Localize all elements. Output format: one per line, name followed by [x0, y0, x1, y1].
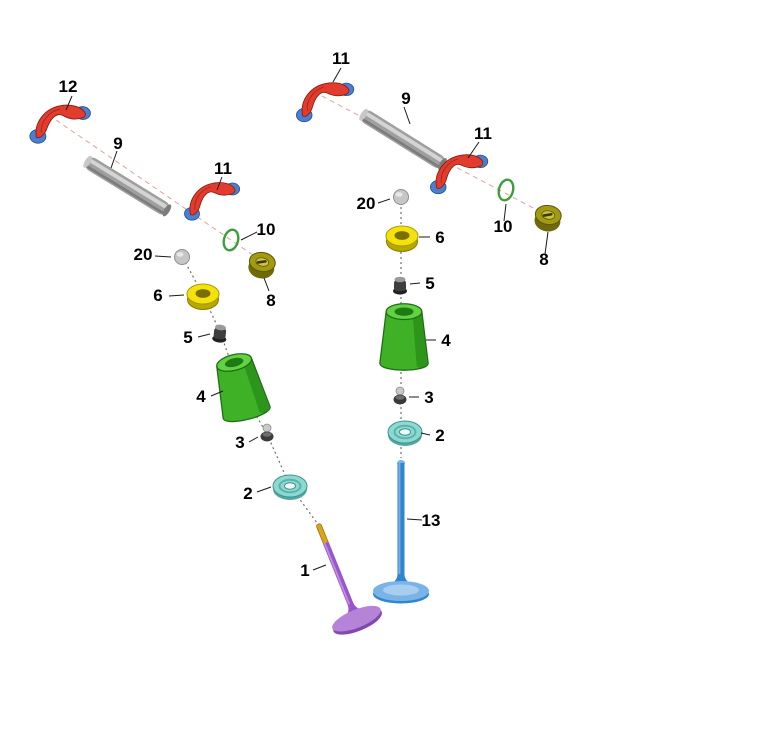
- callout-right-rocker-inner: 11: [474, 124, 492, 143]
- leader-line: [210, 390, 224, 397]
- leader-line: [240, 231, 258, 241]
- valve-head-highlight: [383, 584, 419, 596]
- leader-line: [544, 231, 549, 255]
- callout-right-cap: 8: [539, 250, 548, 269]
- leader-line: [420, 432, 431, 436]
- callout-right-spring: 4: [441, 331, 451, 350]
- leader-line: [377, 198, 391, 204]
- part-seat-washer-left: [272, 474, 308, 501]
- callout-left-spring: 4: [196, 387, 206, 406]
- leader-line: [403, 106, 411, 125]
- valve-stem: [397, 463, 405, 575]
- callout-right-washer: 2: [435, 426, 444, 445]
- leader-line: [216, 176, 223, 191]
- leader-line: [263, 277, 270, 292]
- leader-line: [256, 486, 272, 493]
- part-spring-retainer-right: [385, 225, 419, 252]
- part-valve-right: [373, 460, 429, 604]
- callout-left-valve: 1: [300, 561, 309, 580]
- callout-left-cap: 8: [266, 291, 275, 310]
- part-spring-retainer-left: [186, 283, 220, 310]
- callout-left-oring: 10: [257, 220, 276, 239]
- rocker-axis-dashed-left: [55, 119, 267, 265]
- part-adjuster-disc-right: [393, 189, 409, 205]
- leader-line: [197, 333, 211, 338]
- leader-line: [312, 564, 327, 571]
- callout-right-keeper: 3: [424, 388, 433, 407]
- leader-line: [467, 141, 480, 159]
- callout-left-keeper: 3: [235, 433, 244, 452]
- callout-right-rocker-outer: 11: [332, 49, 350, 68]
- part-valve-left: [316, 523, 382, 635]
- callout-right-oring: 10: [494, 217, 513, 236]
- leader-line: [248, 436, 259, 443]
- callout-left-seal: 5: [183, 328, 192, 347]
- leader-line: [154, 255, 172, 258]
- callout-left-rocker-inner: 11: [214, 159, 232, 178]
- part-valve-spring-right: [379, 303, 429, 371]
- leader-line: [406, 518, 423, 521]
- valve-stem-highlight: [398, 463, 401, 575]
- leader-line: [65, 95, 73, 111]
- leader-line: [110, 150, 118, 169]
- leader-line: [168, 294, 185, 297]
- callout-left-shaft: 9: [113, 134, 122, 153]
- callout-right-valve: 13: [422, 511, 441, 530]
- callout-left-disc: 20: [134, 245, 153, 264]
- callout-right-seal: 5: [425, 274, 434, 293]
- callout-right-retainer: 6: [435, 228, 444, 247]
- callout-left-rocker-outer: 12: [59, 77, 78, 96]
- callout-left-retainer: 6: [153, 286, 162, 305]
- valve-head-face: [332, 605, 381, 632]
- valve-stem-highlight: [323, 542, 351, 607]
- part-seat-washer-right: [387, 420, 423, 447]
- part-adjuster-disc-left: [174, 249, 190, 265]
- callout-right-shaft: 9: [401, 89, 410, 108]
- valve-stem: [322, 541, 354, 607]
- leader-line: [332, 67, 342, 83]
- part-stem-seal-right: [393, 276, 407, 295]
- callout-left-washer: 2: [243, 484, 252, 503]
- leader-line: [409, 282, 421, 285]
- leader-line: [503, 203, 507, 222]
- callout-right-disc: 20: [357, 194, 376, 213]
- valve-head-face: [373, 581, 429, 601]
